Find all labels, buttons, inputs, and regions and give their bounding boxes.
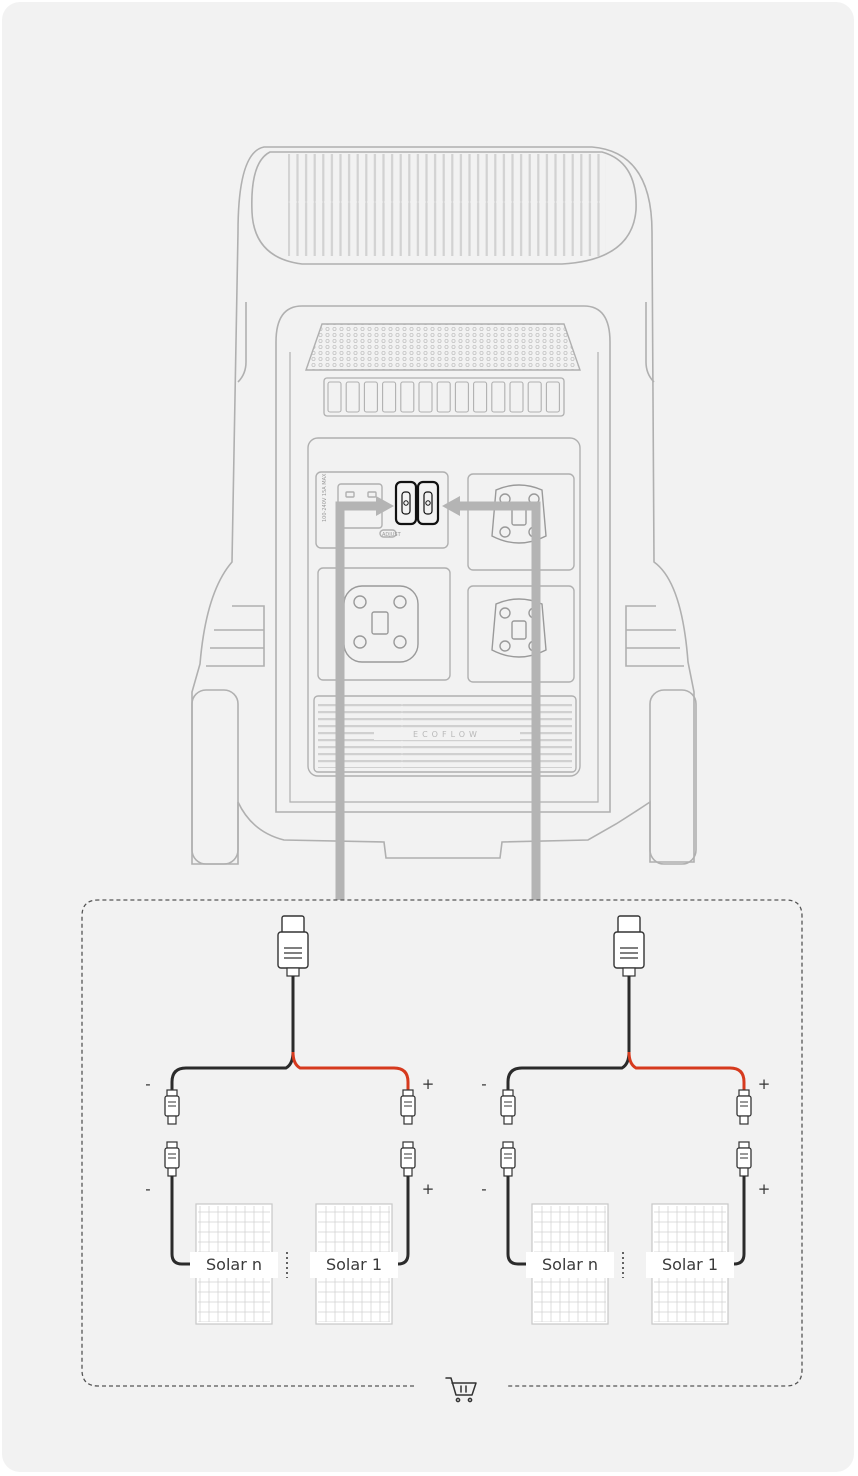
solar-panel-label: Solar n [542,1255,598,1274]
routing-arrow-right [458,501,541,900]
fin-slot [491,381,506,413]
polarity-positive-bottom: + [422,1180,435,1198]
polarity-negative-top: - [481,1075,486,1093]
mc4-positive-bottom [400,1141,416,1177]
negative-cable [506,976,631,1090]
right-wheel [649,689,697,865]
fin-slot [363,381,378,413]
solar-string-2: Solar n Solar 1 - + - + [481,915,771,1325]
polarity-negative-bottom: - [145,1180,150,1198]
fin-slot [436,381,451,413]
solar-plug-body [277,931,309,969]
power-station [191,146,697,865]
mc4-positive-top [736,1089,752,1125]
solar-input-port-1 [394,480,418,526]
mc4-negative-top [500,1089,516,1125]
mc4-negative-bottom [164,1141,180,1177]
fin-slot [327,381,342,413]
positive-cable [627,1051,746,1090]
fin-slot [400,381,415,413]
polarity-negative-top: - [145,1075,150,1093]
fin-row [323,377,565,417]
polarity-negative-bottom: - [481,1180,486,1198]
solar-panel-1: Solar 1 [310,1203,398,1325]
solar-panel-1: Solar 1 [646,1203,734,1325]
solar-panel-label: Solar n [206,1255,262,1274]
solar-input-port-2 [416,480,440,526]
solar-panel-n: Solar n [190,1203,278,1325]
expansion-port [343,585,419,663]
brand-logo: ECOFLOW [413,730,481,739]
fin-slot [345,381,360,413]
fin-slots [327,381,560,413]
panel-negative-lead [170,1176,198,1266]
positive-cable [291,1051,410,1090]
solar-panel-label: Solar 1 [326,1255,382,1274]
front-hex-grille [305,323,581,371]
solar-plug-body [613,931,645,969]
arrowhead-left [376,496,394,516]
arrowhead-right [442,496,460,516]
mc4-negative-top [164,1089,180,1125]
fin-slot [473,381,488,413]
fin-slot [454,381,469,413]
panel-positive-lead [388,1176,410,1266]
polarity-positive-top: + [422,1075,435,1093]
polarity-positive-bottom: + [758,1180,771,1198]
fin-slot [509,381,524,413]
left-wheel [191,689,239,865]
fin-slot [382,381,397,413]
mc4-negative-bottom [500,1141,516,1177]
panel-positive-lead [724,1176,746,1266]
negative-cable [170,976,295,1090]
fin-slot [527,381,542,413]
panel-negative-lead [506,1176,534,1266]
accessory-kit-boundary [81,899,803,1387]
solar-string-1: Solar n Solar 1 - + - + [145,915,435,1325]
solar-panel-n: Solar n [526,1203,614,1325]
top-vent-grille [288,154,606,256]
fin-slot [418,381,433,413]
mc4-positive-bottom [736,1141,752,1177]
solar-panel-label: Solar 1 [662,1255,718,1274]
port-rating-label: 100-240V 15A MAX [322,473,328,522]
polarity-positive-top: + [758,1075,771,1093]
cart-icon [445,1377,477,1403]
mc4-positive-top [400,1089,416,1125]
fin-slot [545,381,560,413]
switch-label: ADJUST [382,532,402,538]
routing-arrow-left [335,501,380,900]
brand-plate [374,728,520,740]
